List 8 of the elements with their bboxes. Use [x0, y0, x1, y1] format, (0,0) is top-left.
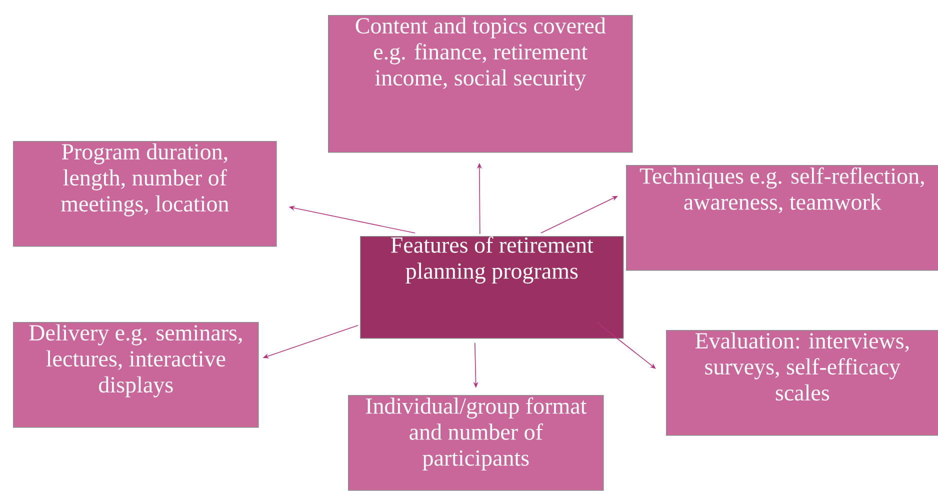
text-box: Evaluation: interviews, surveys, self-efficacy scales	[666, 330, 938, 436]
text-box: Delivery e.g. seminars, lectures, interactive displays	[13, 322, 259, 428]
text-box: Individual/group format and number of participants	[348, 395, 604, 491]
arrow	[596, 322, 656, 369]
text-box: Program duration, length, number of meetings, location	[13, 141, 277, 247]
text-box: Techniques e.g. self-reflection, awareness, teamwork	[626, 165, 938, 271]
center-box: Features of retirement planning programs	[360, 236, 624, 339]
text-box: Content and topics covered e.g. finance, retirement income, social security	[328, 15, 633, 153]
